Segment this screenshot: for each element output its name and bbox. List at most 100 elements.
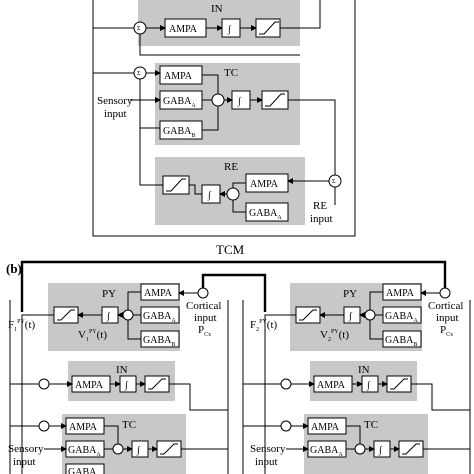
right-in-out bbox=[411, 383, 470, 411]
re-input-label-1: RE bbox=[313, 200, 327, 212]
panel-a-frame bbox=[92, 0, 356, 237]
panel-b-label: (b) bbox=[6, 261, 22, 276]
re-sigmoid-curve bbox=[166, 178, 186, 192]
sensory-input-label-2: input bbox=[104, 108, 127, 120]
left-py-sigmoid-curve bbox=[57, 309, 75, 321]
re-output-line bbox=[139, 128, 163, 186]
left-in-integrator-symbol: ∫ bbox=[124, 380, 129, 391]
right-tc-ampa-to-sum bbox=[346, 425, 361, 444]
right-py-out bbox=[264, 314, 296, 474]
right-py-integrator-block bbox=[343, 306, 361, 324]
left-sensory-label-2: input bbox=[13, 456, 36, 468]
left-cortical-p: PCx bbox=[198, 324, 211, 338]
panel-b: (b) PY AMPA GABAA GABAB ∫ bbox=[6, 260, 471, 474]
left-f-label: F1PY(t) bbox=[8, 319, 36, 333]
left-tc-gaba-b-block bbox=[65, 463, 105, 474]
panel-b-right-column: PY AMPA GABAA GABAB ∫ F2PY(t) V2PY(t) Co… bbox=[242, 283, 471, 474]
tc-ampa-to-sum bbox=[202, 74, 219, 94]
left-tc-ampa-to-sum bbox=[104, 425, 119, 444]
left-py-sum-node bbox=[122, 309, 134, 321]
left-in-ampa-label: AMPA bbox=[75, 380, 104, 391]
right-tc-integrator-block bbox=[373, 440, 391, 458]
right-py-gabab-to-sum bbox=[369, 320, 383, 340]
right-py-sum-node bbox=[364, 309, 376, 321]
tc-integrator-block bbox=[231, 90, 251, 110]
panel-a-tc-module: TC AMPA GABAA GABAB ∫ bbox=[155, 63, 300, 145]
right-in-sigmoid-curve bbox=[390, 378, 408, 390]
left-tc-sum-node bbox=[38, 420, 50, 432]
left-py-ampa-label: AMPA bbox=[144, 288, 173, 299]
in-sigmoid-curve bbox=[259, 21, 279, 35]
tc-gaba-b-label: GABAB bbox=[163, 126, 195, 139]
re-input-label-2: input bbox=[310, 213, 333, 225]
tc-output-line bbox=[288, 99, 336, 175]
left-py-integrator-symbol: ∫ bbox=[106, 311, 111, 322]
left-py-integrator-block bbox=[101, 306, 119, 324]
right-tc-ampa-label: AMPA bbox=[311, 422, 340, 433]
left-tc-gaba-b-label: GABAB bbox=[68, 467, 100, 474]
re-integrator-symbol: ∫ bbox=[207, 190, 212, 201]
right-tc-sigmoid-curve bbox=[402, 443, 420, 455]
right-cortical-p: PCx bbox=[440, 324, 453, 338]
sensory-input-label-1: Sensory bbox=[97, 95, 133, 107]
right-py-gaba-b-label: GABAB bbox=[385, 335, 417, 348]
right-py-title: PY bbox=[343, 288, 357, 300]
panel-a-caption: TCM bbox=[216, 242, 245, 257]
right-py-integrator-symbol: ∫ bbox=[348, 311, 353, 322]
re-ampa-to-sum bbox=[232, 182, 246, 188]
left-py-out bbox=[21, 314, 54, 474]
right-py-ampa-to-sum bbox=[369, 291, 383, 310]
left-py-gaba-b-label: GABAB bbox=[143, 335, 175, 348]
left-py-gabab-to-sum bbox=[127, 320, 141, 340]
re-module-title: RE bbox=[224, 161, 238, 173]
left-py-title: PY bbox=[102, 288, 116, 300]
right-tc-integrator-symbol: ∫ bbox=[378, 445, 383, 456]
right-in-integrator-symbol: ∫ bbox=[366, 380, 371, 391]
left-tc-integrator-symbol: ∫ bbox=[136, 445, 141, 456]
left-in-integrator-block bbox=[119, 375, 137, 393]
left-cortical-label-2: input bbox=[194, 312, 217, 324]
right-tc-inner-sum-node bbox=[354, 443, 366, 455]
cortical-link-top bbox=[20, 260, 447, 312]
re-ampa-label: AMPA bbox=[250, 179, 279, 190]
right-py-ampa-label: AMPA bbox=[386, 288, 415, 299]
tc-ampa-label: AMPA bbox=[164, 71, 193, 82]
right-in-integrator-block bbox=[361, 375, 379, 393]
tc-sigmoid-curve bbox=[265, 93, 285, 107]
left-tc-inner-sum-node bbox=[112, 443, 124, 455]
right-tc-title: TC bbox=[364, 419, 378, 431]
right-py-sigmoid-curve bbox=[299, 309, 317, 321]
left-in-sum-node bbox=[38, 378, 50, 390]
in-integrator-symbol: ∫ bbox=[227, 24, 232, 35]
left-in-sigmoid-curve bbox=[148, 378, 166, 390]
tc-module-title: TC bbox=[224, 67, 238, 79]
panel-a-re-module: RE ∫ AMPA GABAA bbox=[155, 157, 305, 225]
left-cortical-sum-node bbox=[197, 287, 209, 299]
in-feedback-line bbox=[280, 0, 321, 29]
in-sum-symbol: Σ bbox=[137, 26, 141, 32]
left-tc-gaba-a-label: GABAA bbox=[68, 445, 101, 458]
re-int-to-sig bbox=[189, 184, 202, 195]
right-in-ampa-label: AMPA bbox=[317, 380, 346, 391]
left-tc-sigmoid-curve bbox=[160, 443, 178, 455]
re-inner-sum-node bbox=[226, 187, 240, 201]
in-module-title: IN bbox=[211, 3, 223, 15]
left-tc-ampa-label: AMPA bbox=[69, 422, 98, 433]
panel-b-left-column: PY AMPA GABAA GABAB ∫ F1PY(t) V1PY(t) Co… bbox=[8, 283, 229, 474]
left-sensory-label-1: Sensory bbox=[8, 443, 44, 455]
left-tc-integrator-block bbox=[131, 440, 149, 458]
right-sensory-label-2: input bbox=[255, 456, 278, 468]
left-cortical-label-1: Cortical bbox=[186, 300, 221, 312]
left-tc-title: TC bbox=[122, 419, 136, 431]
left-py-gaba-a-label: GABAA bbox=[143, 311, 176, 324]
right-cortical-sum-node bbox=[439, 287, 451, 299]
tc-inner-sum-node bbox=[211, 93, 225, 107]
tc-sum-symbol: Σ bbox=[137, 71, 141, 77]
left-in-out bbox=[169, 383, 228, 411]
right-py-gaba-a-label: GABAA bbox=[385, 311, 418, 324]
right-tc-sum-node bbox=[280, 420, 292, 432]
cortical-link-inner bbox=[201, 273, 267, 312]
tc-gaba-a-label: GABAA bbox=[163, 96, 196, 109]
panel-a-in-module: IN AMPA ∫ bbox=[138, 0, 300, 46]
